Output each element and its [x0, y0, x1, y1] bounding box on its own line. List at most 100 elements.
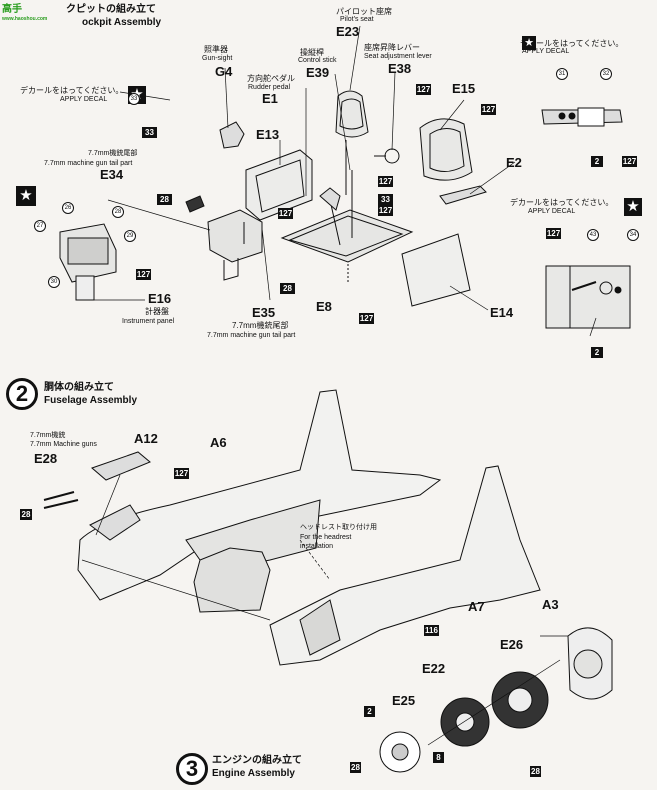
- paint-code: 2: [591, 347, 603, 358]
- paint-code: 8: [433, 752, 444, 763]
- part-a7: A7: [468, 599, 485, 614]
- decal-number: 29: [124, 230, 136, 242]
- part-e8: E8: [316, 299, 332, 314]
- logo-subtext: www.haoshou.com: [2, 16, 48, 22]
- step2-title-jp: 胴体の組み立て: [44, 382, 114, 393]
- paint-code: 28: [280, 283, 295, 294]
- part-e25: E25: [392, 693, 416, 708]
- paint-code: 28: [20, 509, 32, 520]
- decal-number: 32: [600, 68, 612, 80]
- mg-tail-label-jp-1: 7.7mm機銃尾部: [88, 150, 138, 157]
- mg-label-en: 7.7mm Machine guns: [30, 441, 97, 448]
- logo-text: 高手: [2, 4, 22, 15]
- engine-cylinders-e22: [440, 697, 490, 747]
- decal-number: 28: [112, 206, 124, 218]
- seat-frame-e15: [374, 118, 473, 181]
- paint-code: 127: [378, 205, 393, 216]
- step1-title-jp: クピットの組み立て: [66, 4, 156, 15]
- decal-number: 31: [556, 68, 568, 80]
- engine-crankcase-e25: [379, 731, 421, 773]
- paint-code: 2: [591, 156, 603, 167]
- part-e1: E1: [262, 91, 278, 106]
- apply-decal-jp-1: デカールをはってください。: [20, 86, 124, 95]
- rail-e2: [439, 185, 487, 205]
- part-e14: E14: [490, 305, 514, 320]
- mg-label-jp: 7.7mm機銃: [30, 432, 66, 439]
- fuselage-left-half: [77, 389, 442, 613]
- part-g4: G4: [215, 64, 233, 79]
- step-number-2: 2: [6, 378, 38, 410]
- star-decal-icon: ★: [522, 36, 536, 50]
- part-e26: E26: [500, 637, 524, 652]
- mg-tail-label-jp-2: 7.7mm機銃尾部: [232, 321, 289, 330]
- decal-number: 27: [34, 220, 46, 232]
- part-e2: E2: [506, 155, 522, 170]
- part-a6: A6: [210, 435, 227, 450]
- part-e35: E35: [252, 305, 276, 320]
- side-panel-e13: [245, 149, 313, 221]
- control-stick-label-en: Control stick: [298, 57, 337, 64]
- paint-code: 127: [416, 84, 431, 95]
- step3-title-jp: エンジンの組み立て: [212, 755, 302, 766]
- gun-sight-drawing: [219, 121, 245, 149]
- paint-code: 127: [622, 156, 637, 167]
- part-a3: A3: [542, 597, 559, 612]
- part-e34: E34: [100, 167, 124, 182]
- part-e16: E16: [148, 291, 172, 306]
- paint-code: 116: [424, 625, 439, 636]
- paint-code: 127: [174, 468, 189, 479]
- part-e22: E22: [422, 661, 446, 676]
- decal-detail-top: [541, 107, 623, 127]
- paint-code: 2: [364, 706, 375, 717]
- rudder-pedal-label-jp: 方向舵ペダル: [247, 74, 295, 83]
- part-e28: E28: [34, 451, 58, 466]
- part-e39: E39: [306, 65, 330, 80]
- watermark-logo: 高手 www.haoshou.com: [2, 0, 47, 23]
- part-e38: E38: [388, 61, 412, 76]
- mg-tail-label-en-1: 7.7mm machine gun tail part: [44, 160, 133, 167]
- headrest-label-en-1: For the headrest: [300, 534, 352, 541]
- paint-code: 127: [546, 228, 561, 239]
- star-decal-icon: ★: [624, 198, 642, 216]
- decal-number: 34: [627, 229, 639, 241]
- leader-lines: [80, 25, 597, 337]
- paint-code: 33: [378, 194, 393, 205]
- step1-title-en: ockpit Assembly: [82, 17, 162, 28]
- gun-sight-label-jp: 照準器: [204, 45, 228, 54]
- instrument-label-en: Instrument panel: [122, 318, 175, 325]
- instrument-label-jp: 計器盤: [145, 307, 169, 316]
- decal-number: 43: [587, 229, 599, 241]
- mg-drawing: [43, 451, 151, 509]
- paint-code: 127: [359, 313, 374, 324]
- engine-axis: [427, 659, 561, 746]
- paint-code: 33: [142, 127, 157, 138]
- fuselage-right-half: [269, 465, 541, 666]
- engine-cowling: [567, 627, 613, 700]
- apply-decal-en-1: APPLY DECAL: [60, 96, 108, 103]
- headrest-label-jp: ヘッドレスト取り付け用: [300, 524, 377, 531]
- decal-number: 30: [48, 276, 60, 288]
- step3-title-en: Engine Assembly: [212, 768, 295, 779]
- paint-code: 28: [157, 194, 172, 205]
- paint-code: 127: [378, 176, 393, 187]
- part-e23: E23: [336, 24, 360, 39]
- paint-code: 28: [350, 762, 361, 773]
- paint-code: 127: [136, 269, 151, 280]
- engine-cylinders-e26: [491, 671, 549, 729]
- pilot-seat-drawing: [335, 90, 369, 195]
- control-stick-label-jp: 操縦桿: [300, 48, 324, 57]
- star-decal-icon: ★: [16, 186, 36, 206]
- step-number-3: 3: [176, 753, 208, 785]
- instrument-panel-drawing: [59, 223, 117, 301]
- pilot-seat-label-jp: パイロット座席: [336, 7, 392, 16]
- gun-sight-label-en: Gun-sight: [202, 55, 233, 62]
- paint-code: 127: [481, 104, 496, 115]
- headrest-label-en-2: installation: [300, 543, 334, 550]
- apply-decal-jp-3: デカールをはってください。: [510, 198, 614, 207]
- decal-detail-bottom: [545, 265, 631, 329]
- pilot-seat-label-en: Pilot's seat: [340, 16, 374, 23]
- part-e13: E13: [256, 127, 280, 142]
- rudder-pedal-label-en: Rudder pedal: [248, 84, 291, 91]
